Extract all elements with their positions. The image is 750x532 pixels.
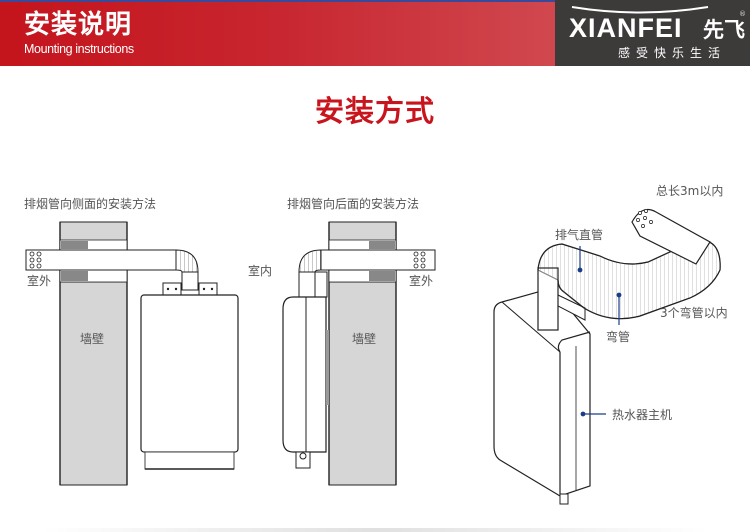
header-red-band (0, 0, 555, 66)
pipe-elbow (175, 249, 199, 273)
header-top-line (0, 0, 750, 2)
logo-slogan: 感受快乐生活 (618, 46, 727, 60)
vent-holes-icon (29, 251, 42, 269)
elbow-count-label: 3个弯管以内 (660, 306, 728, 320)
header-banner: 安装说明 Mounting instructions XIANFEI 先飞 ® … (0, 0, 750, 66)
pipe-elbow (298, 249, 322, 273)
header-title: 安装说明 (24, 10, 133, 40)
logo-swoosh-icon (571, 6, 709, 14)
side-wall-label: 墙壁 (80, 332, 105, 346)
brand-logo: XIANFEI 先飞 ® 感受快乐生活 (555, 0, 750, 66)
total-length-label: 总长3m以内 (656, 184, 724, 198)
exhaust-pipe (25, 249, 177, 271)
side-indoor-label: 室内 (248, 264, 273, 278)
side-install-caption: 排烟管向侧面的安装方法 (24, 197, 157, 211)
logo-brand-cn: 先飞 (703, 18, 745, 42)
iso-install-diagram (493, 209, 721, 505)
wall-column (59, 281, 128, 486)
side-outdoor-label: 室外 (27, 274, 52, 288)
bottom-shadow-divider (40, 528, 710, 532)
vent-holes-icon (413, 251, 426, 269)
back-install-caption: 排烟管向后面的安装方法 (287, 197, 420, 211)
elbow-label: 弯管 (606, 330, 631, 344)
back-outdoor-label: 室外 (409, 274, 434, 288)
water-heater-front (140, 294, 239, 453)
water-heater-body (493, 287, 591, 497)
water-heater-side (282, 296, 327, 453)
section-title: 安装方式 (314, 94, 435, 128)
back-install-diagram (282, 221, 436, 486)
vent-holes-icon (636, 209, 653, 228)
side-install-diagram (25, 221, 239, 486)
logo-registered-mark: ® (739, 10, 746, 18)
logo-brand-latin: XIANFEI (569, 13, 683, 43)
heater-label: 热水器主机 (612, 408, 673, 422)
exhaust-pipe-label: 排气直管 (555, 228, 604, 242)
back-wall-label: 墙壁 (352, 332, 377, 346)
header-subtitle: Mounting instructions (24, 42, 134, 56)
